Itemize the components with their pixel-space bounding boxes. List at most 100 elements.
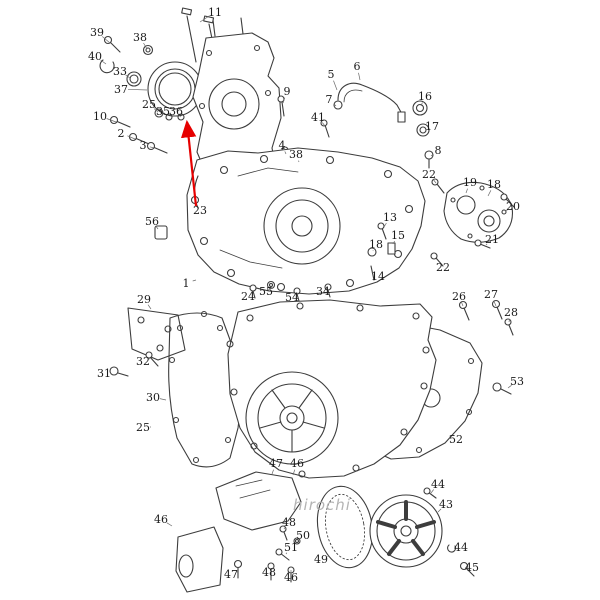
leader-line [326,288,330,291]
part-number-label: 48 [262,566,276,579]
part-number-label: 40 [88,50,102,63]
leader-line [295,292,298,295]
leader-line [199,15,210,23]
part-number-label: 25 [142,98,156,111]
part-number-label: 13 [383,211,397,224]
mount-bracket [109,307,186,377]
part-number-label: 18 [487,178,501,191]
part-number-label: 44 [454,541,468,554]
part-number-label: 10 [93,110,107,123]
part-number-label: 4 [279,139,286,152]
part-number-label: 46 [284,571,298,584]
leader-line [155,226,159,230]
part-number-label: 25 [136,421,150,434]
part-number-label: 6 [354,60,361,73]
leader-line [433,179,437,184]
leader-line [285,552,288,555]
part-number-label: 43 [439,498,453,511]
part-number-label: 39 [90,26,104,39]
leader-line [505,209,508,212]
watermark: hirochi [293,496,351,514]
leader-line [283,527,286,530]
part-number-label: 47 [224,568,238,581]
leader-line [437,508,442,513]
part-number-label: 23 [193,204,207,217]
part-number-label: 24 [241,290,255,303]
part-number-label: 26 [452,290,466,303]
part-number-label: 48 [282,516,296,529]
pointer-arrow [180,119,198,207]
part-number-label: 46 [154,513,168,526]
leader-line [127,135,136,140]
leader-line [507,385,512,389]
part-number-label: 38 [289,148,303,161]
leader-line [430,489,434,494]
lower-right-bolts [458,299,514,336]
leader-line [292,469,296,476]
leader-line [327,555,330,557]
leader-line [180,116,182,118]
part-number-label: 16 [418,90,432,103]
leader-line [487,190,492,197]
part-number-label: 14 [371,270,385,283]
part-number-label: 51 [284,541,298,554]
leader-line [251,290,254,293]
leader-line [147,304,152,310]
part-number-label: 11 [208,6,222,19]
leader-line [298,160,300,163]
leader-line [282,97,286,104]
part-number-label: 33 [113,65,127,78]
part-number-label: 53 [510,375,524,388]
part-number-label: 30 [146,391,160,404]
part-number-label: 41 [311,111,325,124]
leader-line [461,302,464,307]
leader-line [430,154,433,157]
part-number-label: 20 [506,200,520,213]
crankcase-main-half [186,147,426,295]
part-number-label: 31 [97,367,111,380]
part-number-label: 7 [326,93,333,106]
part-number-label: 55 [259,285,273,298]
leader-line [125,74,131,79]
part-number-label: 50 [296,529,310,542]
leader-line [269,287,273,290]
part-number-label: 35 [156,105,170,118]
part-number-label: 34 [316,285,330,298]
leader-line [333,103,337,107]
leader-line [508,318,510,323]
leader-line [358,72,361,81]
part-number-label: 38 [133,31,147,44]
leader-line [270,566,275,571]
part-number-label: 36 [169,105,183,118]
part-number-label: 32 [136,355,150,368]
part-number-label: 17 [425,120,439,133]
leader-line [420,102,423,107]
part-number-label: 27 [484,288,498,301]
air-duct-upper [215,471,302,531]
part-number-label: 28 [504,306,518,319]
part-number-label: 45 [465,561,479,574]
part-number-label: 15 [391,229,405,242]
leader-line [485,243,488,246]
leader-line [159,398,167,401]
part-number-label: 52 [449,433,463,446]
transmission-cover [226,299,437,479]
leader-line [153,108,159,113]
leader-line [106,118,117,123]
leader-line [465,188,468,194]
right-side-cover [443,181,515,249]
part-number-label: 3 [140,139,147,152]
leader-line [392,240,395,245]
breather-hose [320,82,406,138]
leader-line [100,59,107,65]
side-bolt-53 [492,382,512,395]
part-number-label: 21 [485,233,499,246]
part-number-label: 46 [290,457,304,470]
duct-fasteners [233,525,301,583]
part-number-label: 2 [118,127,125,140]
leader-line [322,122,326,127]
leader-line [149,146,155,149]
part-number-label: 9 [284,85,291,98]
